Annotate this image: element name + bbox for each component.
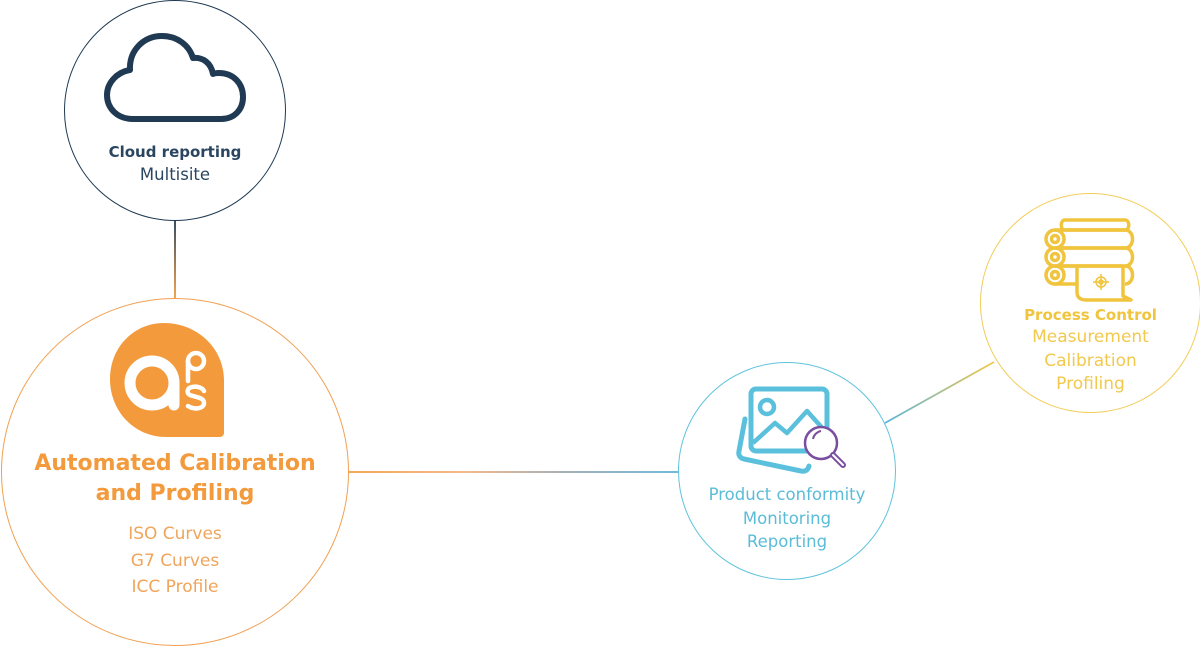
node-title-line: and Profiling (95, 481, 255, 506)
product-text: Product conformity Monitoring Reporting (679, 483, 895, 554)
node-product-conformity: Product conformity Monitoring Reporting (678, 362, 896, 580)
node-process-control: Process Control Measurement Calibration … (980, 193, 1200, 413)
node-line: Multisite (139, 165, 211, 184)
node-line: Calibration (1044, 350, 1137, 371)
connector-product-process (884, 361, 995, 424)
node-line: Product conformity (708, 485, 866, 504)
node-line: Measurement (1032, 327, 1149, 347)
node-line: Profiling (1056, 374, 1125, 394)
aps-text: Automated Calibration and Profiling ISO … (2, 449, 348, 601)
aps-logo-icon (110, 323, 224, 437)
image-magnifier-icon (736, 386, 846, 474)
node-title-line: Automated Calibration (34, 451, 316, 476)
cloud-text: Cloud reporting Multisite (65, 141, 285, 187)
node-line: ISO Curves (128, 524, 222, 544)
node-automated-calibration: Automated Calibration and Profiling ISO … (1, 298, 349, 646)
node-line: Monitoring (742, 508, 832, 528)
node-title: Cloud reporting (108, 143, 242, 161)
node-cloud-reporting: Cloud reporting Multisite (64, 0, 286, 221)
node-line: G7 Curves (130, 550, 220, 571)
cloud-icon (104, 33, 246, 122)
node-title: Process Control (1024, 306, 1157, 324)
press-rollers-target-icon (1044, 218, 1135, 302)
node-line: Reporting (746, 532, 828, 551)
node-line: ICC Profile (131, 577, 219, 597)
process-text: Process Control Measurement Calibration … (981, 304, 1200, 397)
